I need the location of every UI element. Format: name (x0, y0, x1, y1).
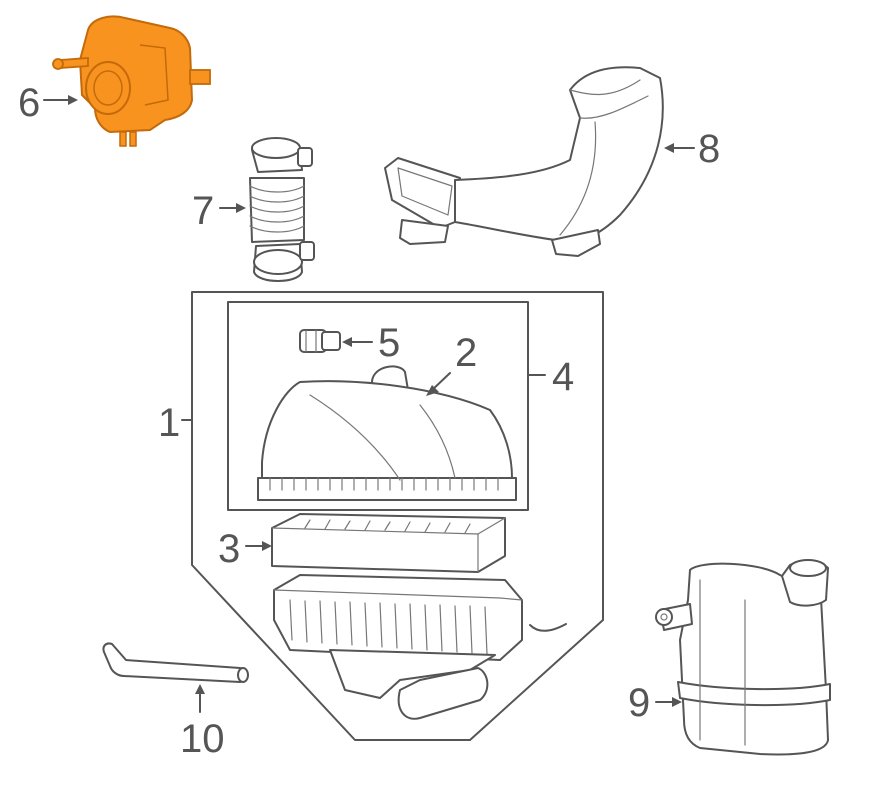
part-9-tank[interactable] (655, 559, 831, 756)
lower-housing (273, 574, 567, 720)
callout-9: 9 (628, 681, 650, 725)
part-10-hose[interactable] (102, 642, 249, 683)
part-8-intake-duct[interactable] (384, 66, 664, 257)
callout-4: 4 (552, 355, 574, 399)
callout-2: 2 (455, 331, 477, 375)
callout-3: 3 (218, 527, 240, 571)
part-7-hose[interactable] (249, 137, 315, 282)
callout-10: 10 (180, 717, 225, 761)
callout-6: 6 (18, 81, 40, 125)
callout-7: 7 (192, 189, 214, 233)
assembly-outline-1 (191, 291, 604, 741)
part-3-filter[interactable] (271, 513, 506, 573)
callout-8: 8 (698, 127, 720, 171)
callout-1: 1 (158, 401, 180, 445)
callout-5: 5 (378, 321, 400, 365)
assembly-outline-4 (227, 301, 529, 511)
part-5-clip[interactable] (299, 329, 341, 353)
part-2-cover[interactable] (257, 365, 517, 501)
part-6-resonator-highlighted[interactable] (52, 15, 211, 147)
